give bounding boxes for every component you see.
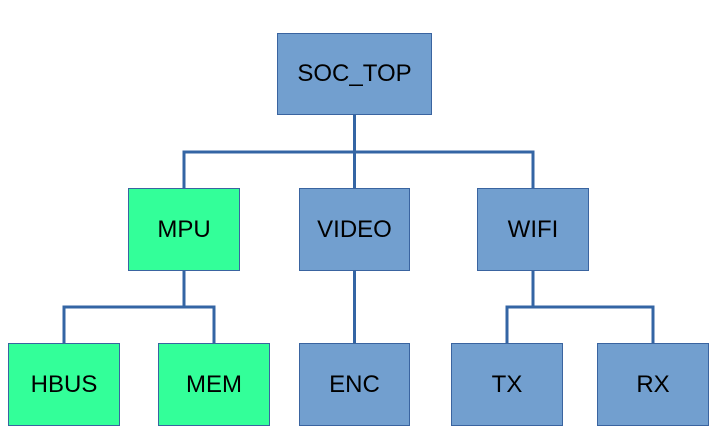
node-video[interactable]: VIDEO: [299, 188, 410, 271]
node-soc-top[interactable]: SOC_TOP: [277, 33, 432, 115]
node-tx[interactable]: TX: [451, 343, 563, 426]
node-wifi[interactable]: WIFI: [477, 188, 589, 271]
node-mpu[interactable]: MPU: [128, 188, 240, 271]
node-hbus[interactable]: HBUS: [8, 343, 120, 426]
node-rx[interactable]: RX: [597, 343, 709, 426]
node-enc[interactable]: ENC: [299, 343, 410, 426]
node-mem[interactable]: MEM: [158, 343, 270, 426]
